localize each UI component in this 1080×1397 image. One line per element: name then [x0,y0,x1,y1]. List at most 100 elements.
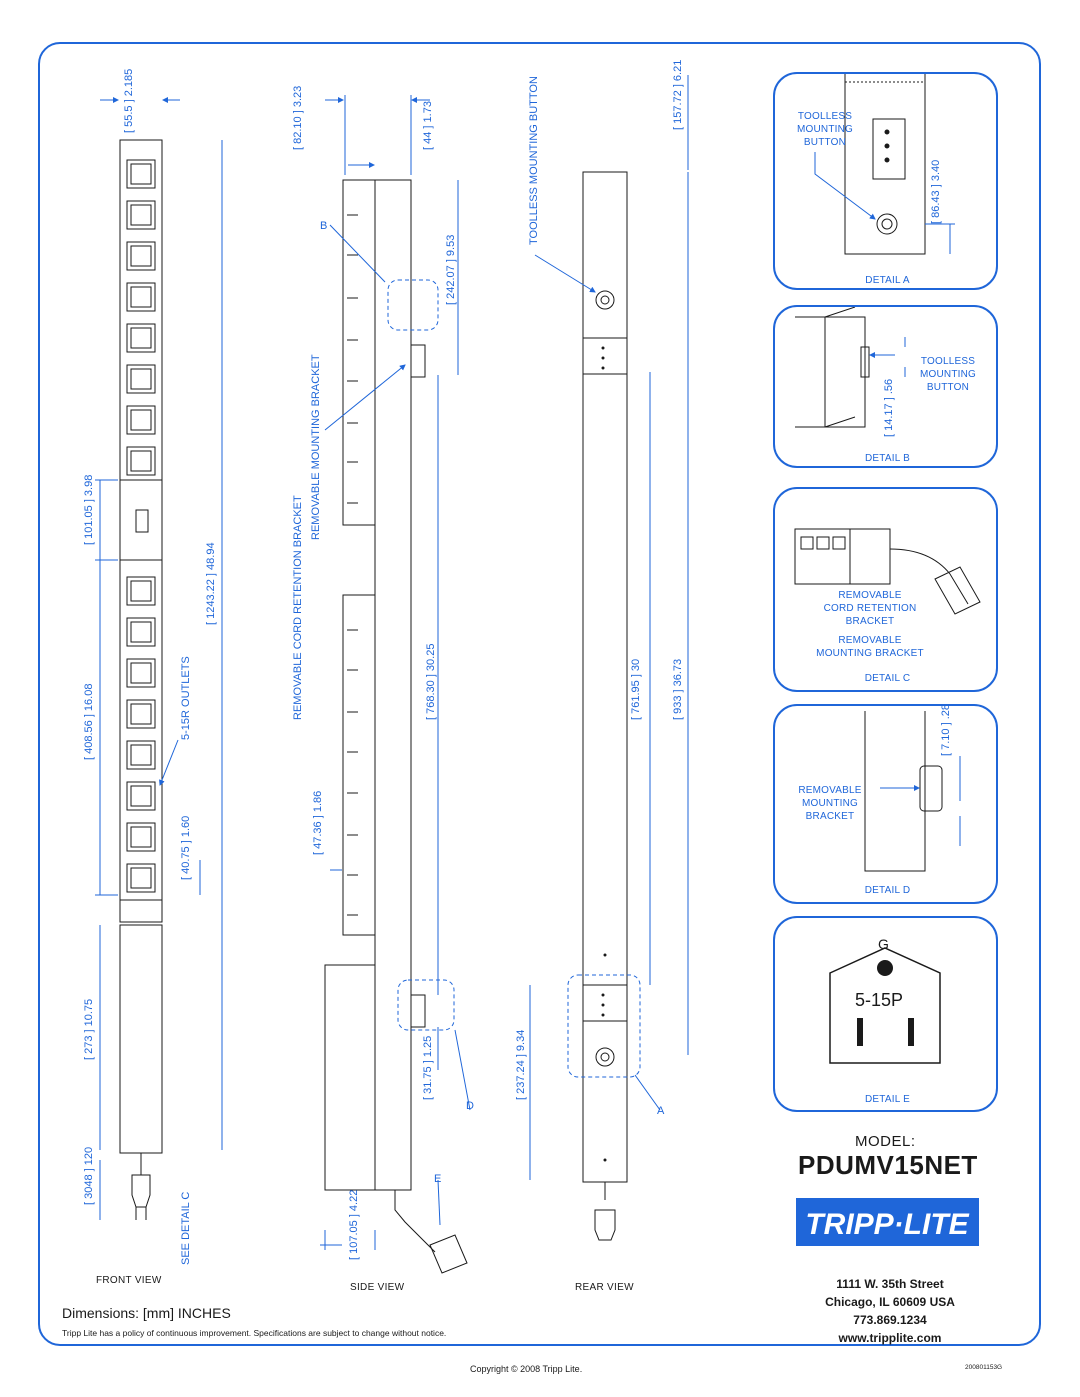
rear-view [582,171,628,1241]
outlet-face-6 [130,368,152,390]
outlet-face-5 [130,327,152,349]
front-dim-box: [ 273 ] 10.75 [83,998,95,1060]
outlet-face-2 [130,204,152,226]
outlet-16 [126,863,156,893]
front-dim-section: [ 408.56 ] 16.08 [83,683,95,760]
document-number: 200801153G [965,1364,1003,1371]
detail-a-dim: [ 86.43 ] 3.40 [930,159,942,224]
rear-dimensions [529,75,689,1180]
rear-dim-mid: [ 761.95 ] 30 [630,658,642,720]
outlet-face-12 [130,703,152,725]
detail-a-title: DETAIL A [865,275,910,286]
front-dim-total: [ 1243.22 ] 48.94 [205,542,217,625]
front-dim-cord: [ 3048 ] 120 [83,1146,95,1205]
side-dim-bottom: [ 31.75 ] 1.25 [422,1035,434,1100]
outlet-face-10 [130,621,152,643]
side-dim-base: [ 107.05 ] 4.22 [348,1189,360,1260]
rear-view-label: REAR VIEW [575,1282,634,1293]
outlet-face-11 [130,662,152,684]
outlet-face-14 [130,785,152,807]
outlet-1 [126,159,156,189]
front-outlets [126,159,156,893]
detail-e-ground: G [878,936,889,952]
rear-clip-top [582,337,628,375]
copyright: Copyright © 2008 Tripp Lite. [470,1364,583,1374]
outlet-2 [126,200,156,230]
outlet-face-16 [130,867,152,889]
front-dim-module: [ 101.05 ] 3.98 [83,474,95,545]
drawing-frame [38,42,1041,1346]
dimensions-legend: Dimensions: [mm] INCHES [62,1305,231,1321]
tripp-lite-logo: TRIPP·LITE [796,1198,979,1246]
front-view [119,139,163,1220]
outlet-face-1 [130,163,152,185]
front-see-detail: SEE DETAIL C [180,1191,192,1265]
callout-e: E [434,1173,442,1185]
rear-toolless-button-top [595,290,615,310]
side-dim-spacing: [ 768.30 ] 30.25 [425,643,437,720]
outlet-6 [126,364,156,394]
rear-dim-bottom: [ 237.24 ] 9.34 [515,1029,527,1100]
detail-b-dim: [ 14.17 ] .56 [883,378,895,437]
side-body [374,179,412,1191]
front-inlet-box [119,924,163,1154]
front-view-label: FRONT VIEW [96,1275,162,1286]
side-dim-bracket: [ 242.07 ] 9.53 [445,234,457,305]
outlet-face-15 [130,826,152,848]
rear-dim-long: [ 933 ] 36.73 [672,658,684,720]
rear-clip-bottom [582,984,628,1022]
side-view-label: SIDE VIEW [350,1282,405,1293]
detail-d-dim: [ 7.10 ] .28 [940,704,952,756]
detail-c-title: DETAIL C [864,673,911,684]
callout-a: A [657,1105,665,1117]
outlet-11 [126,658,156,688]
rear-dim-top: [ 157.72 ] 6.21 [672,59,684,130]
front-plug [131,1174,151,1208]
detail-e-plug: 5-15P [855,990,904,1010]
rear-toolless-label: TOOLLESS MOUNTING BUTTON [528,76,540,245]
front-network-module [119,479,163,561]
address-city: Chicago, IL 60609 USA [825,1295,955,1309]
detail-e-title: DETAIL E [865,1094,910,1105]
front-dimensions [95,97,223,1220]
outlet-7 [126,405,156,435]
side-view [324,179,468,1274]
side-mount-clip-lower [410,994,426,1028]
logo-text: TRIPP·LITE [805,1208,969,1241]
outlet-face-3 [130,245,152,267]
rear-plug [594,1209,616,1241]
side-plug [429,1234,468,1274]
outlet-15 [126,822,156,852]
side-inlet-box [324,964,376,1191]
side-lower-bracket-plate [342,594,376,936]
side-dim-depth: [ 44 ] 1.73 [422,101,434,150]
outlet-face-7 [130,409,152,431]
front-upper-strip [119,139,163,481]
outlet-14 [126,781,156,811]
side-mount-clip [410,344,426,378]
callout-d: D [466,1100,474,1112]
model-name: PDUMV15NET [798,1150,978,1180]
rear-toolless-button-bottom [595,1047,615,1067]
model-label: MODEL: [855,1133,916,1150]
side-dim-small: [ 47.36 ] 1.86 [312,790,324,855]
outlet-face-9 [130,580,152,602]
detail-e-box: G 5-15P DETAIL E [773,916,998,1112]
callout-b: B [320,220,328,232]
front-outlets-label: 5-15R OUTLETS [180,656,192,740]
outlet-5 [126,323,156,353]
outlet-face-8 [130,450,152,472]
outlet-4 [126,282,156,312]
outlet-10 [126,617,156,647]
address-phone: 773.869.1234 [853,1313,927,1327]
outlet-face-13 [130,744,152,766]
side-cord [394,1190,436,1253]
address-web[interactable]: www.tripplite.com [838,1331,942,1345]
outlet-face-4 [130,286,152,308]
